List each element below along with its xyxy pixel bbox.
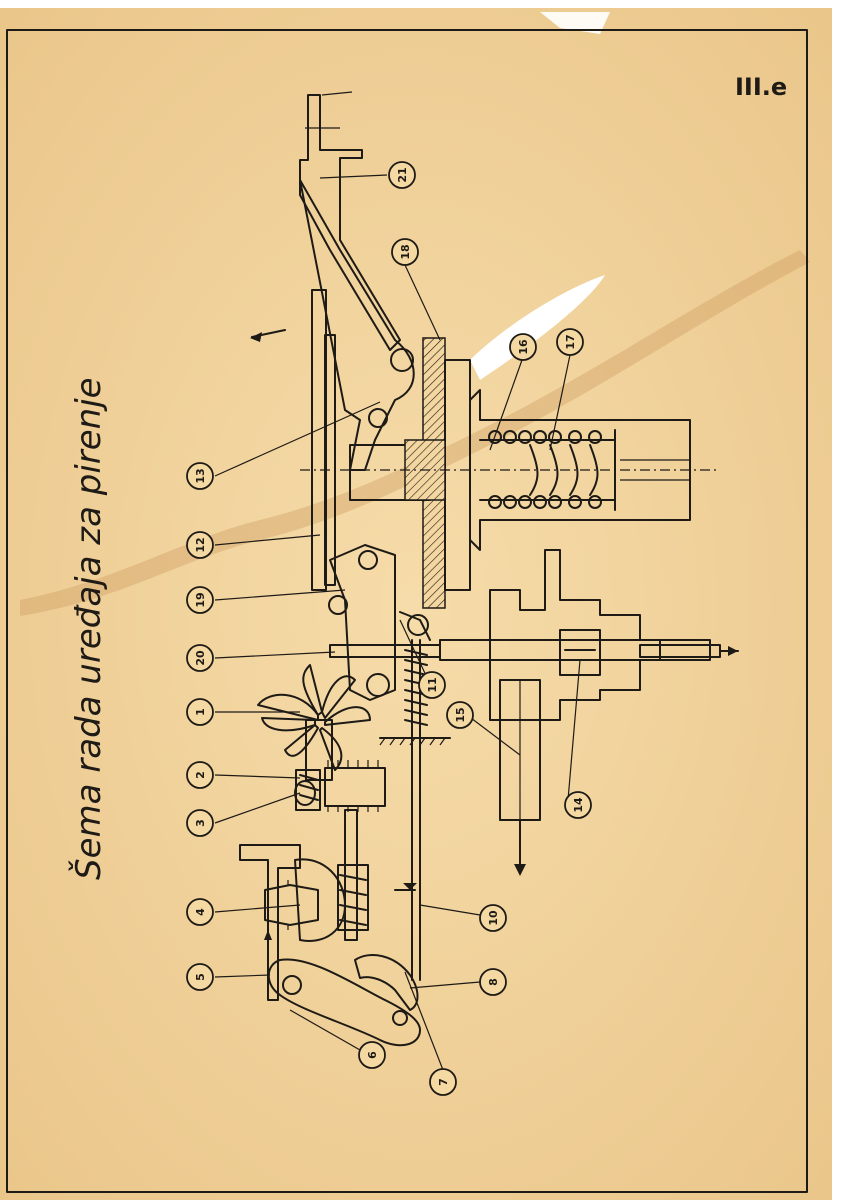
callout-11: 11 [418,671,446,699]
callout-8: 8 [479,968,507,996]
callout-17: 17 [556,328,584,356]
callout-2: 2 [186,761,214,789]
svg-text:12: 12 [194,537,207,552]
sheet-code: III.e [735,73,787,101]
callout-6: 6 [358,1041,386,1069]
callout-leaders [214,174,581,1071]
callout-21: 21 [388,161,416,189]
paper-stain [20,250,810,616]
spring-coils-bottom [488,495,602,509]
svg-text:11: 11 [426,677,439,692]
callout-markers: 1 2 3 4 5 6 7 8 [186,161,592,1096]
callout-20: 20 [186,644,214,672]
callout-18: 18 [391,238,419,266]
drawing-frame [6,29,808,1193]
sheet-title: Šema rada uređaja za pirenje [68,377,109,880]
spring-coils-top [488,430,602,444]
svg-text:19: 19 [194,592,207,607]
callout-10: 10 [479,904,507,932]
svg-text:3: 3 [194,819,207,827]
callout-12: 12 [186,531,214,559]
callout-3: 3 [186,809,214,837]
svg-text:2: 2 [194,771,207,779]
fan-impeller [257,664,371,771]
callout-14: 14 [564,791,592,819]
svg-text:5: 5 [194,973,207,981]
svg-text:17: 17 [564,334,577,349]
callout-1: 1 [186,698,214,726]
paper-tear [470,275,605,380]
svg-text:16: 16 [517,339,530,355]
svg-text:6: 6 [366,1051,379,1059]
svg-text:14: 14 [572,797,585,813]
callout-13: 13 [186,462,214,490]
callout-7: 7 [429,1068,457,1096]
callout-4: 4 [186,898,214,926]
svg-text:21: 21 [396,167,409,182]
svg-text:10: 10 [487,910,500,926]
callout-16: 16 [509,333,537,361]
callout-5: 5 [186,963,214,991]
svg-text:13: 13 [194,468,207,483]
svg-text:18: 18 [399,244,412,259]
callout-19: 19 [186,586,214,614]
mechanism-drawing [239,91,739,1047]
svg-text:8: 8 [487,978,500,986]
paper-tear-top [540,12,610,34]
svg-text:15: 15 [454,707,467,722]
svg-text:1: 1 [194,708,207,716]
svg-text:7: 7 [437,1078,450,1086]
svg-text:20: 20 [194,650,207,666]
svg-text:4: 4 [194,908,207,916]
callout-15: 15 [446,701,474,729]
